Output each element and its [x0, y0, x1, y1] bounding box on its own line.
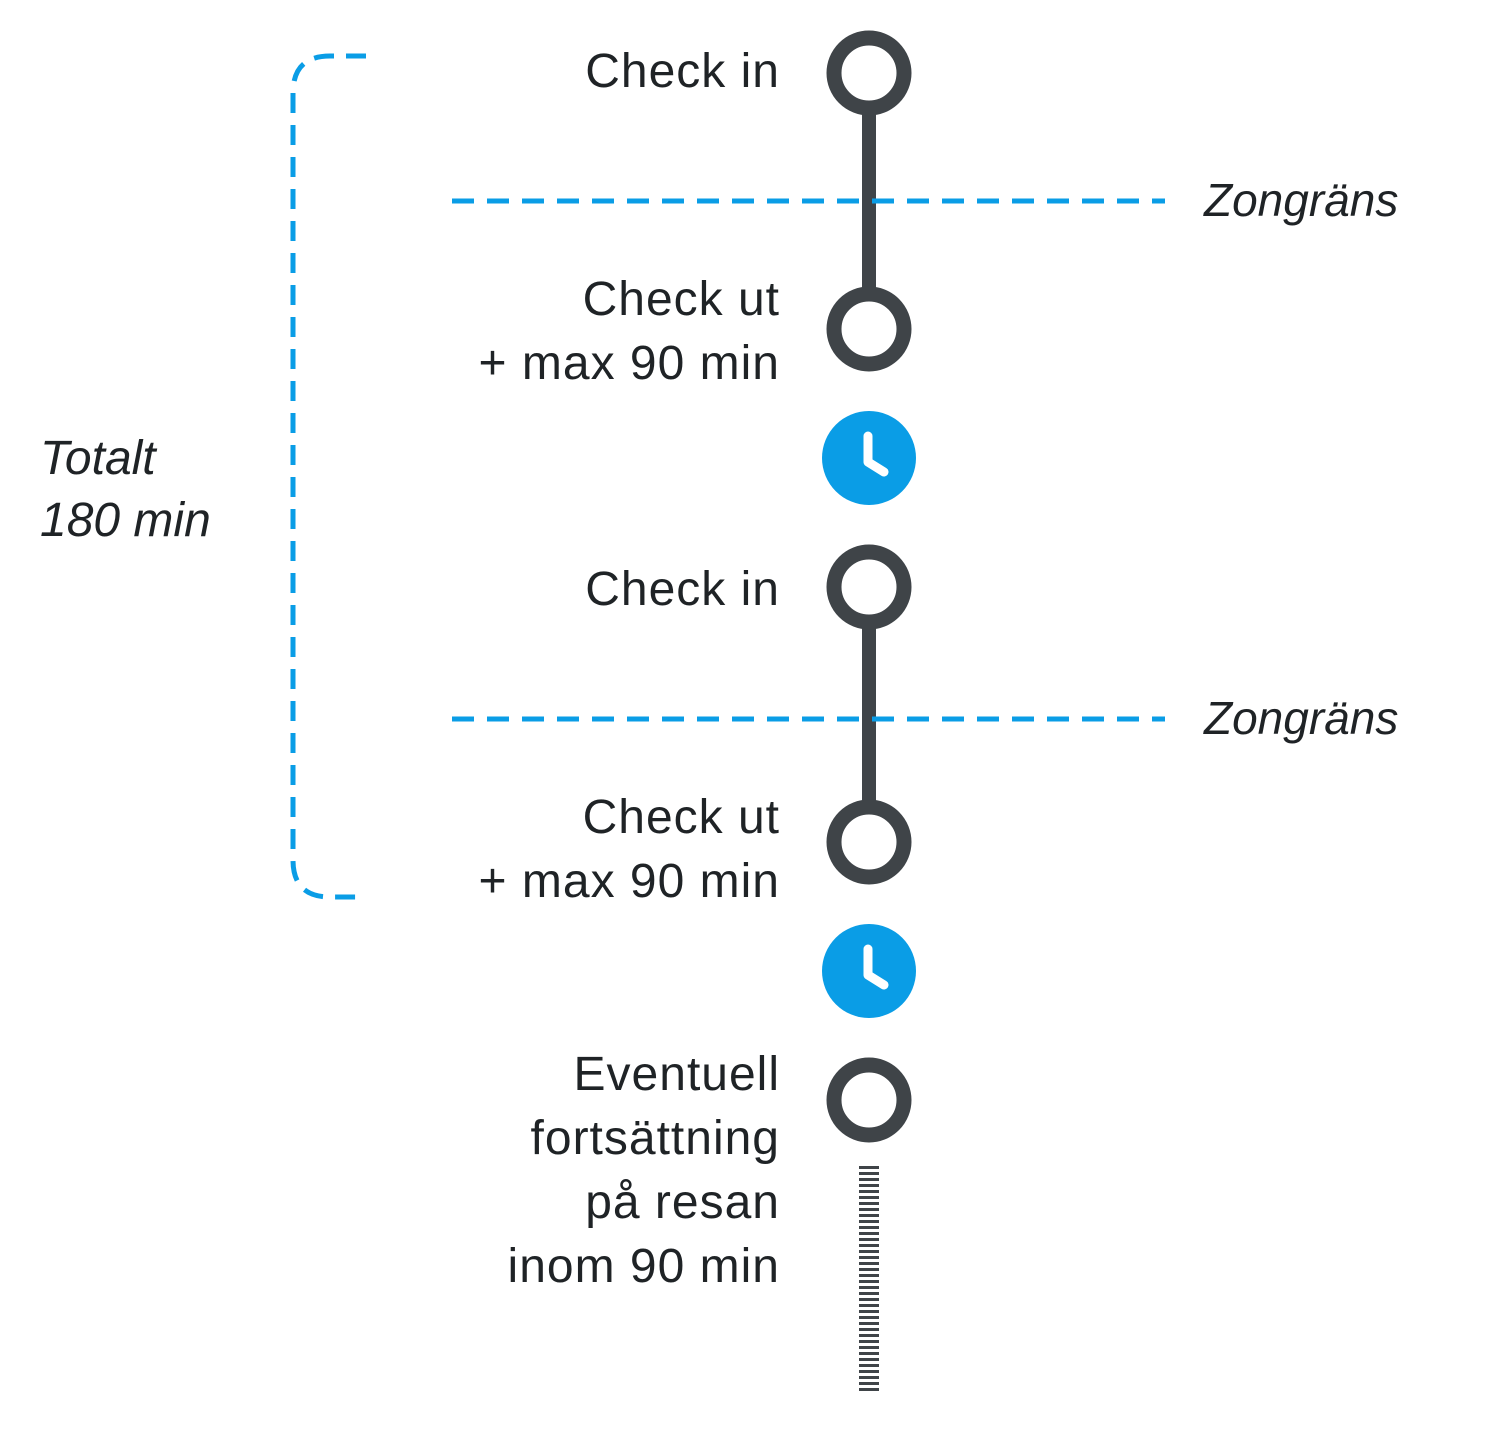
stop-circle-icon: [826, 799, 912, 885]
zone-boundary-label: Zongräns: [1204, 692, 1399, 744]
total-time-label: Totalt 180 min: [40, 428, 211, 552]
total-time-bracket: [290, 53, 366, 900]
stop-circle-icon: [826, 1057, 912, 1143]
zone-boundary-label: Zongräns: [1204, 174, 1399, 226]
clock-icon: [822, 924, 916, 1018]
clock-icon: [822, 411, 916, 505]
stop-circle-icon: [826, 30, 912, 116]
stop-circle-icon: [826, 544, 912, 630]
check-in-label: Check in: [585, 563, 780, 616]
check-in-label: Check in: [585, 45, 780, 98]
check-out-label: Check ut + max 90 min: [478, 273, 780, 390]
continuation-label: Eventuell fortsättning på resan inom 90 …: [507, 1048, 780, 1293]
total-label-line2: 180 min: [40, 494, 211, 547]
stop-circle-icon: [826, 286, 912, 372]
total-label-line1: Totalt: [40, 432, 156, 485]
check-out-label: Check ut + max 90 min: [478, 791, 780, 908]
